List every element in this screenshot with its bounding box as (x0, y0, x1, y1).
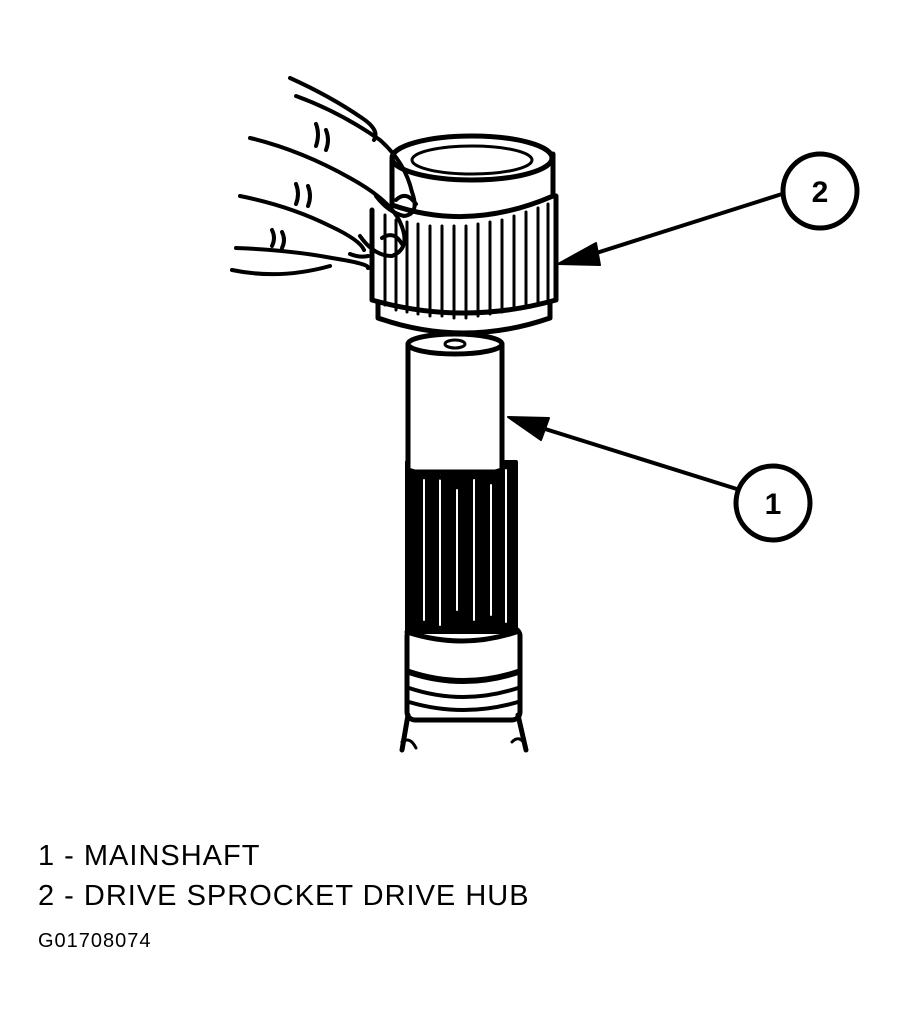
mainshaft (399, 331, 529, 753)
legend: 1 - MAINSHAFT 2 - DRIVE SPROCKET DRIVE H… (38, 836, 530, 916)
mainshaft-drive-hub-illustration: 2 1 (230, 76, 860, 753)
legend-item-drive-sprocket-drive-hub: 2 - DRIVE SPROCKET DRIVE HUB (38, 880, 530, 912)
hand (230, 76, 418, 277)
drive-sprocket-drive-hub (369, 133, 559, 336)
callout-2: 2 (780, 151, 860, 231)
figure-id: G01708074 (38, 930, 152, 952)
callout-leader-1 (507, 416, 742, 492)
callout-2-number: 2 (812, 176, 829, 209)
legend-item-mainshaft: 1 - MAINSHAFT (38, 840, 261, 872)
callout-1: 1 (733, 463, 813, 543)
callout-1-number: 1 (765, 488, 782, 521)
callout-leader-2 (557, 192, 784, 266)
